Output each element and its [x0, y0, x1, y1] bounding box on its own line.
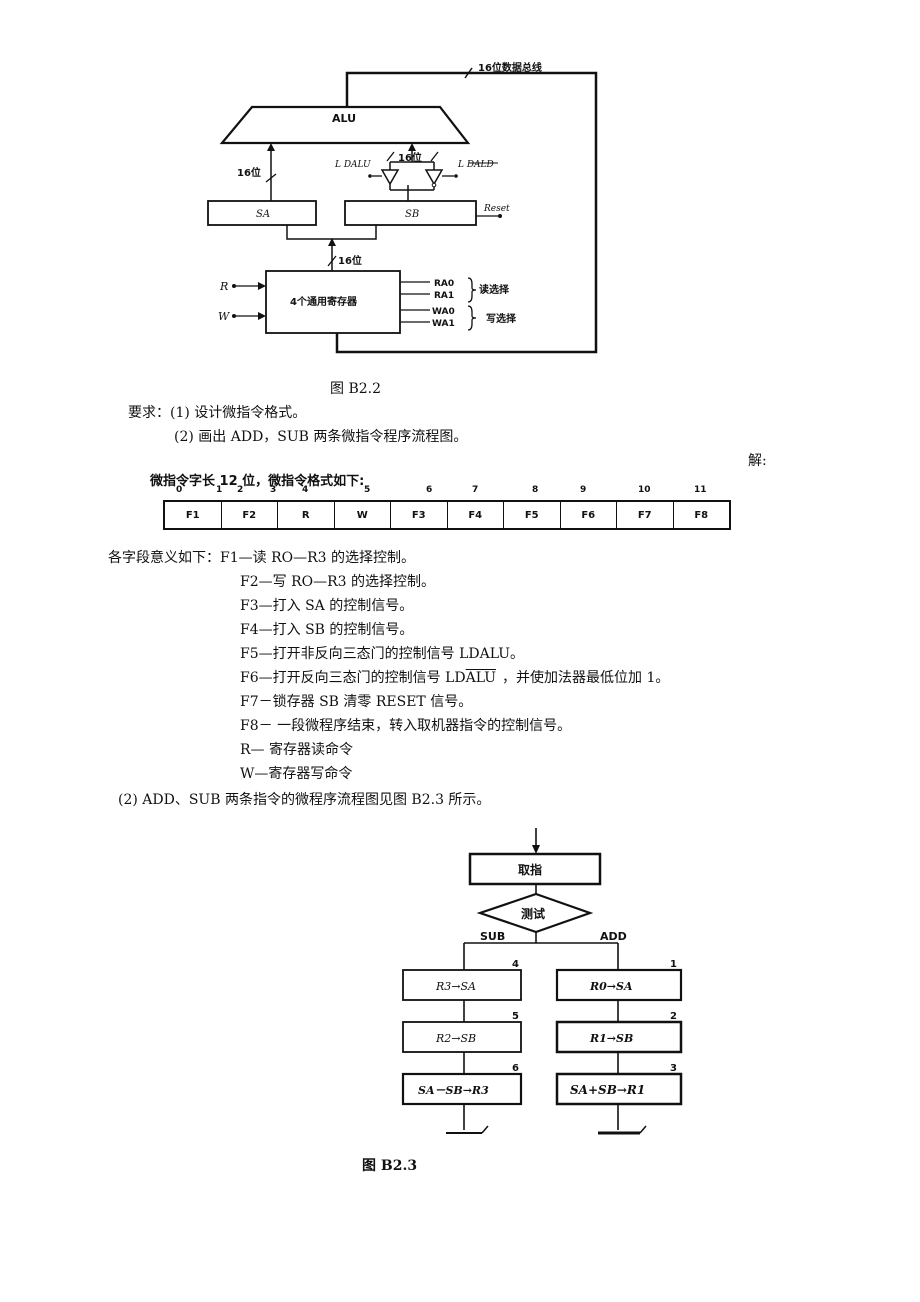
figure-b2-3-caption: 图 B2.3: [362, 1158, 418, 1174]
bus-line: [335, 71, 598, 354]
write-brace: [467, 305, 477, 331]
wa0-label: WA0: [432, 307, 455, 317]
bit-number: 6: [426, 485, 433, 495]
bit-number: 3: [270, 485, 277, 495]
format-field: F6: [561, 502, 617, 528]
bit-number: 5: [364, 485, 371, 495]
format-field: F7: [617, 502, 674, 528]
ra1-label: RA1: [434, 291, 454, 301]
field-desc-f1: 各字段意义如下：F1—读 RO—R3 的选择控制。: [108, 550, 415, 566]
sub-step-num: 5: [512, 1011, 519, 1022]
add-step-num: 1: [670, 959, 677, 970]
field-desc-f6-part-c: ，并使加法器最低位加 1。: [502, 670, 670, 686]
bit-number: 4: [302, 485, 309, 495]
sub-step-text: R2→SB: [435, 1032, 476, 1045]
add-step-box: [555, 1072, 683, 1106]
sub-step-num: 4: [512, 959, 519, 970]
figure-b2-3: 取指 测试 SUB ADD 4 R3→SA 5 R2→SB 6 SA－SB→R3…: [401, 828, 683, 1135]
field-desc-f6-part-a: F6—打开反向三态门的控制信号 LD: [240, 670, 466, 686]
format-field: F8: [694, 509, 709, 521]
format-field: R: [278, 502, 335, 528]
add-step-num: 2: [670, 1011, 677, 1022]
sub-step-num: 6: [512, 1063, 519, 1074]
width-label-mid: 16位: [398, 151, 422, 164]
bit-number: 0: [176, 485, 183, 495]
write-select-label: 写选择: [486, 312, 517, 325]
reset-label: Reset: [483, 204, 510, 214]
width-label-left: 16位: [237, 166, 261, 179]
flow-intro: (2) ADD、SUB 两条指令的微程序流程图见图 B2.3 所示。: [118, 792, 491, 808]
read-select-label: 读选择: [479, 283, 510, 296]
figure-b2-2: 16位数据总线 ALU 16位 16位 L DALU L DALD SA SB …: [207, 61, 598, 354]
width-label-reg: 16位: [338, 254, 362, 267]
microinstruction-format-table: F1 F2 R W F3 F4 F5 F6 F7 F8: [163, 500, 731, 530]
ldald-label: L DALD: [457, 160, 494, 170]
field-desc-f4: F4—打入 SB 的控制信号。: [240, 622, 414, 638]
add-step-num: 3: [670, 1063, 677, 1074]
test-label: 测试: [521, 906, 545, 921]
requirement-line-1: 要求：(1) 设计微指令格式。: [128, 405, 307, 421]
sub-step-text: SA－SB→R3: [418, 1084, 489, 1097]
field-desc-f5: F5—打开非反向三态门的控制信号 LDALU。: [240, 646, 525, 662]
read-brace: [467, 277, 477, 303]
format-field: F4: [448, 502, 504, 528]
bit-number: 2: [237, 485, 244, 495]
tristate-gate-2: [424, 169, 444, 186]
tristate-gate-1: [380, 169, 400, 186]
requirement-line-2: (2) 画出 ADD，SUB 两条微指令程序流程图。: [174, 429, 468, 445]
register-file: [265, 270, 401, 334]
field-desc-f8: F8－ 一段微程序结束，转入取机器指令的控制信号。: [240, 718, 572, 734]
sb-label: SB: [405, 209, 419, 220]
r-label: R: [219, 280, 228, 293]
alu-shape: [219, 105, 471, 145]
sub-step-text: R3→SA: [435, 980, 476, 993]
add-step-box: [555, 1020, 683, 1054]
field-desc-r: R— 寄存器读命令: [240, 742, 353, 758]
answer-label: 解:: [748, 453, 767, 469]
fetch-label: 取指: [518, 862, 542, 877]
sub-step-box: [402, 969, 522, 1001]
format-field: F5: [504, 502, 561, 528]
format-field: F2: [222, 502, 278, 528]
bit-number: 10: [638, 485, 651, 495]
add-branch-label: ADD: [600, 930, 627, 943]
sa-latch: [207, 200, 317, 226]
field-desc-f6: F6—打开反向三态门的控制信号 LDALU ，并使加法器最低位加 1。: [240, 669, 669, 687]
format-field: F3: [391, 502, 448, 528]
bit-number: 1: [216, 485, 223, 495]
ldalu-label: L DALU: [334, 160, 371, 170]
ra0-label: RA0: [434, 279, 454, 289]
add-step-text: R1→SB: [589, 1032, 633, 1045]
add-step-text: R0→SA: [589, 980, 633, 993]
wa1-label: WA1: [432, 319, 455, 329]
bus-label: 16位数据总线: [478, 61, 542, 74]
field-desc-f3: F3—打入 SA 的控制信号。: [240, 598, 414, 614]
field-desc-f2: F2—写 RO—R3 的选择控制。: [240, 574, 435, 590]
sub-step-box: [402, 1021, 522, 1053]
w-label: W: [218, 310, 231, 323]
sa-label: SA: [256, 209, 270, 220]
alu-label: ALU: [332, 112, 356, 125]
bit-number: 7: [472, 485, 479, 495]
bit-number: 9: [580, 485, 587, 495]
add-step-text: SA+SB→R1: [570, 1083, 645, 1097]
register-file-label: 4个通用寄存器: [290, 295, 358, 308]
format-field: F1: [165, 502, 222, 528]
figure-b2-2-caption: 图 B2.2: [330, 381, 382, 397]
fetch-box: [468, 852, 602, 886]
field-desc-f6-overline: ALU: [465, 670, 497, 686]
sb-latch: [344, 200, 477, 226]
format-field: W: [335, 502, 391, 528]
format-title: 微指令字长 12 位，微指令格式如下:: [150, 474, 365, 489]
sub-step-box: [401, 1072, 523, 1106]
field-desc-w: W—寄存器写命令: [240, 766, 353, 782]
bit-number: 8: [532, 485, 539, 495]
bit-number: 11: [694, 485, 707, 495]
field-desc-f7: F7－锁存器 SB 清零 RESET 信号。: [240, 694, 473, 710]
sub-branch-label: SUB: [480, 930, 505, 943]
add-step-box: [555, 968, 683, 1002]
